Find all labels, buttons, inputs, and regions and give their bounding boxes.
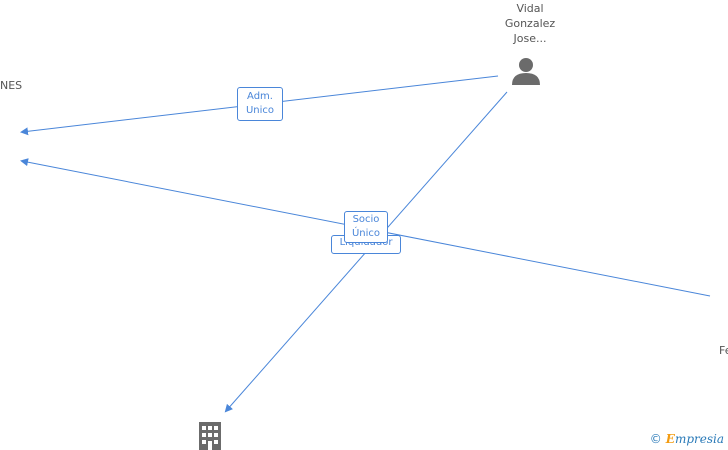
edge-label-adm-line1: Adm. bbox=[247, 91, 273, 102]
brand-rest: mpresia bbox=[674, 432, 724, 446]
edge-label-socio-line1: Socio bbox=[352, 214, 380, 225]
copyright-symbol: © bbox=[649, 432, 662, 446]
building-icon[interactable] bbox=[199, 422, 221, 450]
person-name-line3: Jose... bbox=[513, 32, 547, 45]
person-icon[interactable] bbox=[512, 58, 540, 85]
company-left-label[interactable]: NES bbox=[0, 78, 22, 93]
right-node-line2: Fer bbox=[718, 344, 728, 357]
company-left-text: NES bbox=[0, 79, 23, 92]
person-name-line2: Gonzalez bbox=[504, 17, 556, 30]
edge-label-socio-unico[interactable]: Socio Único bbox=[344, 211, 388, 243]
right-node-label[interactable]: V Fer bbox=[706, 328, 728, 358]
edge-label-adm-unico[interactable]: Adm. Unico bbox=[237, 87, 283, 121]
edge-label-socio-line2: Único bbox=[351, 228, 381, 239]
brand-initial: E bbox=[665, 432, 675, 446]
edge-label-adm-line2: Unico bbox=[245, 105, 275, 116]
empresia-watermark: ©Empresia bbox=[650, 432, 724, 446]
right-node-line1: V bbox=[706, 328, 728, 343]
person-name-line1: Vidal bbox=[516, 2, 544, 15]
person-name-label[interactable]: Vidal Gonzalez Jose... bbox=[490, 1, 570, 46]
